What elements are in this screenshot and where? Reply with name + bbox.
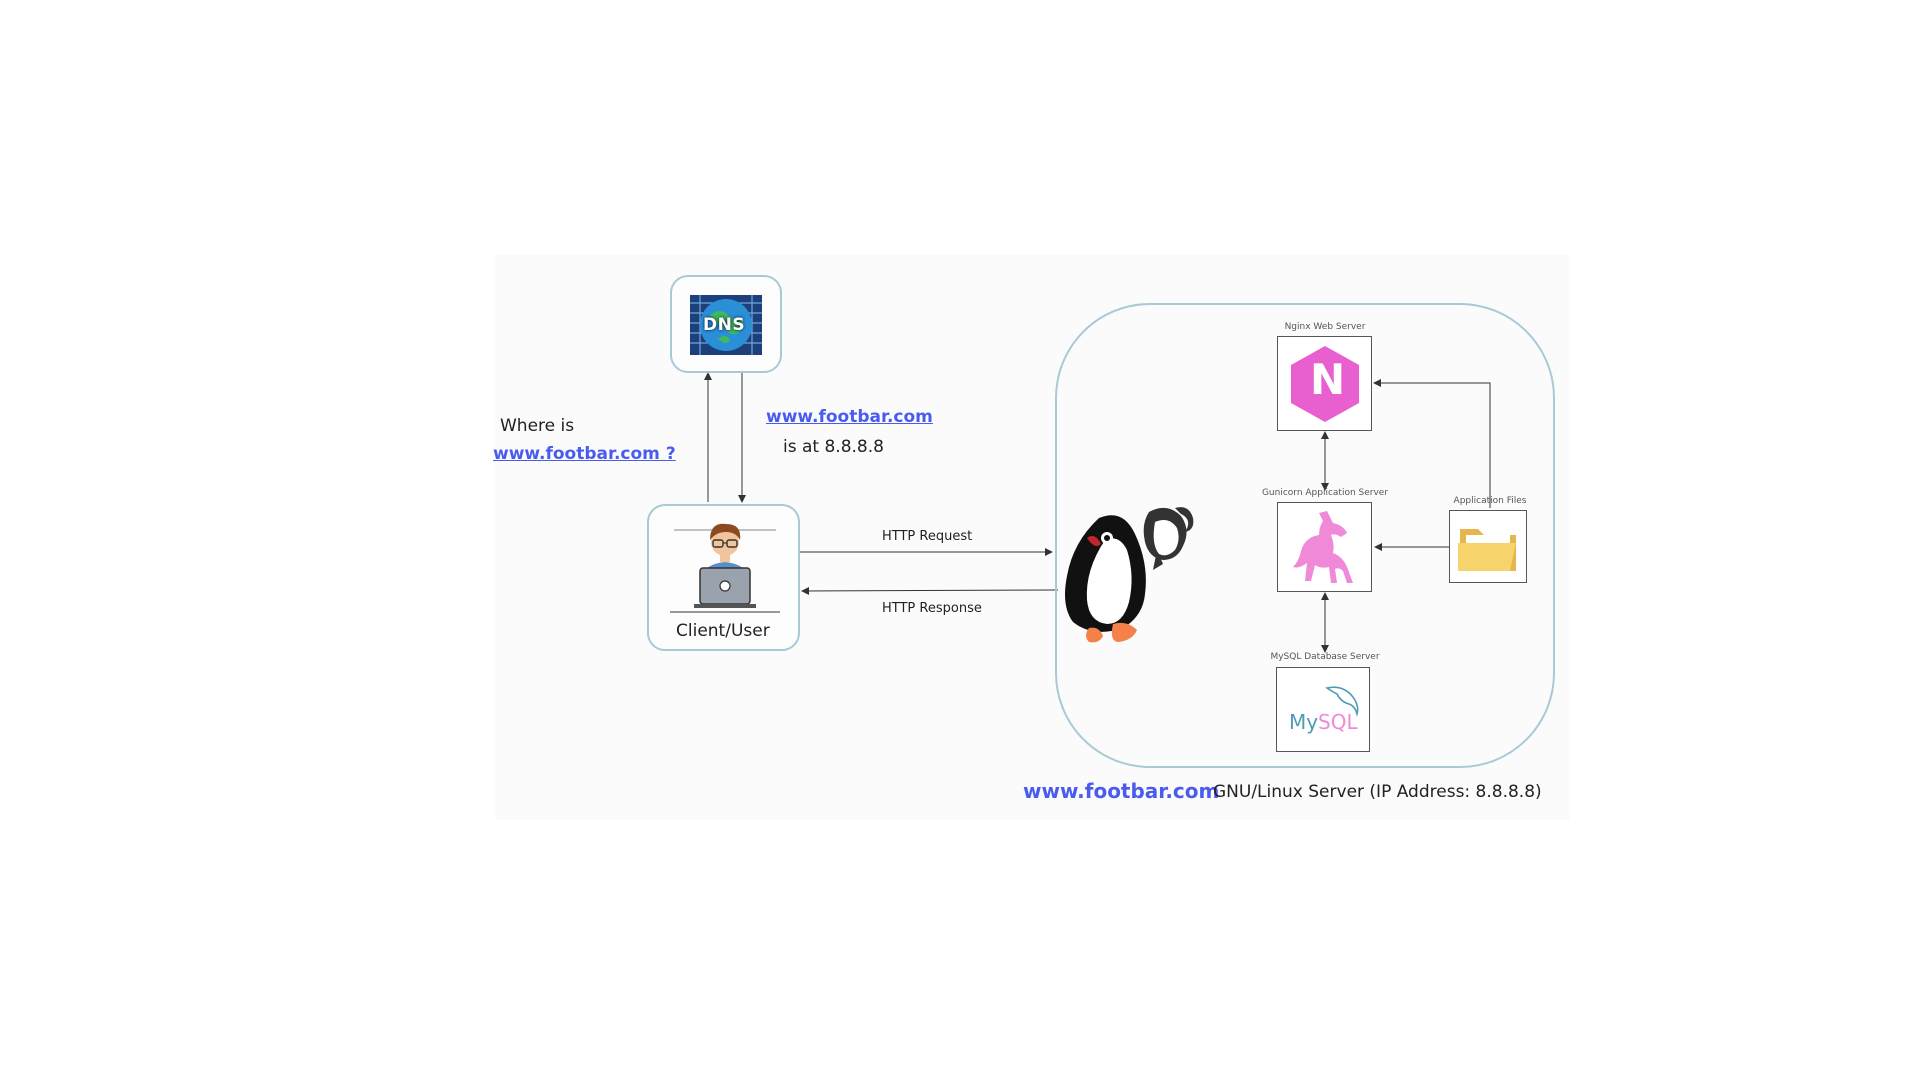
unicorn-icon [1293,511,1353,583]
mysql-label: MySQL Database Server [1270,652,1380,662]
mysql-logo-my: My [1289,710,1319,734]
gunicorn-node [1277,502,1372,592]
query-text: Where is [500,416,575,436]
answer-domain-link[interactable]: www.footbar.com [766,407,933,427]
gunicorn-label: Gunicorn Application Server [1261,488,1389,498]
nginx-label: Nginx Web Server [1284,322,1366,332]
answer-text: is at 8.8.8.8 [783,437,884,457]
dns-node: DNS [670,275,782,373]
mysql-node: My SQL [1276,667,1370,752]
client-label: Client/User [676,621,770,641]
tux-gnu-icon [1065,507,1194,643]
client-node: Client/User [647,504,800,651]
dns-globe-icon [690,295,762,355]
mysql-logo-sql: SQL [1318,710,1358,734]
dns-label: DNS [703,315,746,335]
server-domain-link[interactable]: www.footbar.com [1023,779,1220,803]
http-request-label: HTTP Request [882,529,973,544]
query-domain-link[interactable]: www.footbar.com ? [493,444,676,464]
user-with-laptop-icon [670,523,780,613]
nginx-logo-icon [1291,346,1359,422]
server-container [1055,303,1555,768]
nginx-node: N [1277,336,1372,431]
folder-icon [1458,529,1516,571]
dolphin-icon [1324,686,1359,717]
nginx-letter: N [1310,355,1346,404]
files-label: Application Files [1453,496,1527,506]
server-caption: GNU/Linux Server (IP Address: 8.8.8.8) [1213,782,1542,802]
http-response-label: HTTP Response [882,601,982,616]
files-node [1449,510,1527,583]
